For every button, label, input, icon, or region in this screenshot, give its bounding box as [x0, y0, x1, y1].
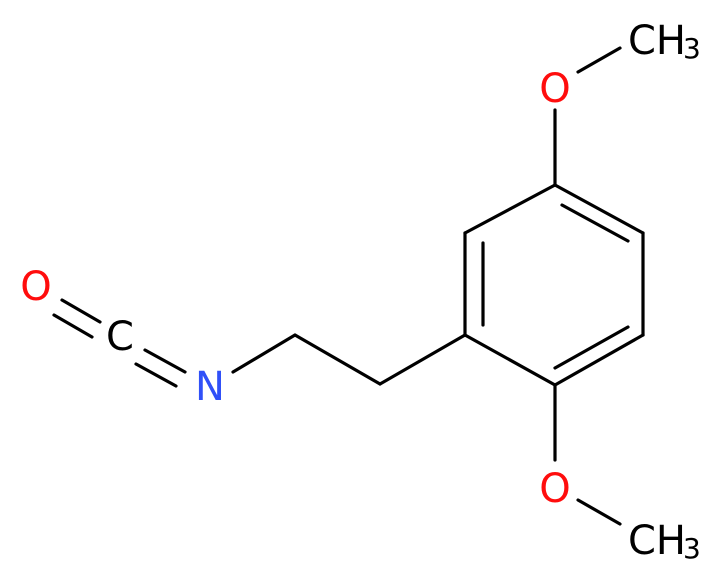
bond-n-c-double-b: [134, 362, 178, 388]
bond-ch2-to-ch2: [293, 333, 382, 386]
ring-bond-c5-c6: [463, 333, 557, 387]
bond-n-c-double-a: [143, 348, 187, 374]
ring-bond-c2-c3: [553, 183, 645, 235]
ring-bond-c3-c3-inner: [560, 203, 630, 243]
atom-ch3-bottom: CH: [628, 518, 686, 564]
atom-n: N: [195, 364, 225, 410]
methoxy-top: O CH 3: [539, 18, 701, 187]
isocyanate-group: N C O: [20, 264, 225, 410]
atom-o-isocyanate: O: [20, 264, 51, 310]
bond-ring-to-ch2: [378, 333, 467, 386]
atom-ch3-bottom-subscript: 3: [683, 532, 701, 565]
atom-ch3-top: CH: [628, 18, 686, 64]
bond-c-o-double-b: [52, 313, 94, 339]
ring-bond-c4-c5: [553, 333, 645, 387]
benzene-ring: [463, 183, 645, 387]
bond-o-to-ch3-bottom: [576, 498, 622, 526]
methoxy-bottom: O CH 3: [539, 383, 701, 565]
bond-o-to-ch3-top: [576, 46, 622, 74]
atom-ch3-top-subscript: 3: [683, 32, 701, 65]
ring-bond-c1-c2: [463, 183, 557, 235]
bond-c-o-double-a: [60, 298, 102, 324]
bond-ch2-to-n: [231, 333, 297, 374]
atom-o-bottom: O: [539, 466, 570, 512]
ethyl-chain: [231, 333, 467, 386]
atom-o-top: O: [539, 66, 570, 112]
ring-bond-c4-c5-inner: [553, 325, 630, 370]
atom-c-isocyanate: C: [106, 314, 134, 360]
